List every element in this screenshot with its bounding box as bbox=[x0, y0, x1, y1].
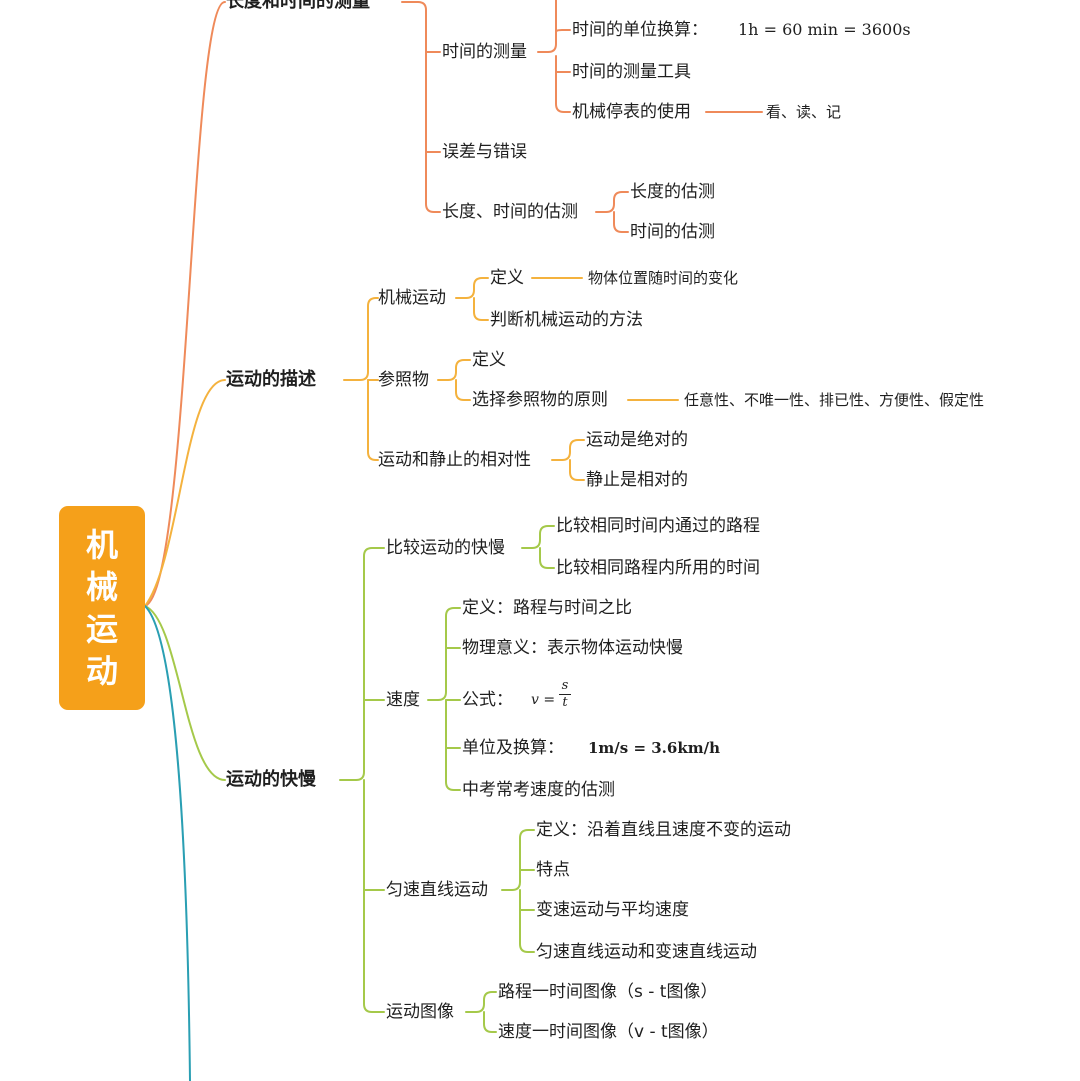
node-time-unit-conversion: 时间的单位换算： bbox=[572, 20, 708, 40]
node-uniform-definition: 定义：沿着直线且速度不变的运动 bbox=[536, 820, 791, 840]
node-relativity: 运动和静止的相对性 bbox=[378, 450, 531, 470]
branch-length-time-measurement: 长度和时间的测量 bbox=[226, 0, 370, 12]
motion-definition-detail: 物体位置随时间的变化 bbox=[588, 269, 739, 287]
connector-root-branch4 bbox=[144, 605, 191, 1081]
node-judge-method: 判断机械运动的方法 bbox=[490, 310, 643, 330]
root-char-3: 运 bbox=[85, 610, 118, 648]
connector-root-branch1 bbox=[144, 0, 226, 607]
branch-motion-description: 运动的描述 bbox=[226, 369, 316, 390]
stopwatch-detail: 看、读、记 bbox=[766, 103, 842, 121]
node-speed-definition: 定义：路程与时间之比 bbox=[462, 598, 632, 618]
branch-speed-of-motion: 运动的快慢 bbox=[226, 769, 316, 790]
formula-fraction: s t bbox=[559, 679, 571, 710]
node-speed: 速度 bbox=[386, 690, 420, 710]
node-reference-principle: 选择参照物的原则 bbox=[472, 390, 608, 410]
node-speed-meaning: 物理意义：表示物体运动快慢 bbox=[462, 638, 683, 658]
formula-numerator: s bbox=[561, 678, 569, 693]
time-unit-formula: 1h = 60 min = 3600s bbox=[738, 20, 911, 39]
node-uniform-feature: 特点 bbox=[536, 860, 570, 880]
node-uniform-vs-variable: 匀速直线运动和变速直线运动 bbox=[536, 942, 757, 962]
node-speed-units: 单位及换算： bbox=[462, 738, 564, 758]
node-speed-estimate: 中考常考速度的估测 bbox=[462, 780, 615, 800]
node-reference-definition: 定义 bbox=[472, 350, 506, 370]
connector-root-branch2 bbox=[144, 379, 226, 607]
node-stopwatch-usage: 机械停表的使用 bbox=[572, 102, 691, 122]
root-node: 机 械 运 动 bbox=[59, 506, 145, 710]
node-time-measurement: 时间的测量 bbox=[442, 42, 527, 62]
node-compare-speed: 比较运动的快慢 bbox=[386, 538, 505, 558]
node-motion-definition: 定义 bbox=[490, 268, 524, 288]
node-error-vs-mistake: 误差与错误 bbox=[442, 142, 527, 162]
node-mechanical-motion: 机械运动 bbox=[378, 288, 446, 308]
node-st-graph: 路程一时间图像（s - t图像） bbox=[498, 982, 718, 1002]
fraction-bar bbox=[559, 694, 571, 695]
node-compare-same-time: 比较相同时间内通过的路程 bbox=[556, 516, 760, 536]
node-time-tools: 时间的测量工具 bbox=[572, 62, 691, 82]
root-char-2: 械 bbox=[85, 568, 118, 606]
node-compare-same-path: 比较相同路程内所用的时间 bbox=[556, 558, 760, 578]
node-uniform-motion: 匀速直线运动 bbox=[386, 880, 488, 900]
speed-units-formula: 1m/s = 3.6km/h bbox=[588, 739, 720, 757]
node-length-estimate: 长度的估测 bbox=[630, 182, 715, 202]
node-time-estimate: 时间的估测 bbox=[630, 222, 715, 242]
root-char-4: 动 bbox=[85, 652, 118, 690]
connector-root-branch3 bbox=[144, 605, 226, 781]
node-speed-formula: 公式： bbox=[462, 690, 513, 710]
root-char-1: 机 bbox=[85, 526, 118, 564]
node-motion-graph: 运动图像 bbox=[386, 1002, 454, 1022]
node-length-time-estimate: 长度、时间的估测 bbox=[442, 202, 578, 222]
reference-principle-detail: 任意性、不唯一性、排已性、方便性、假定性 bbox=[684, 391, 985, 409]
formula-lhs: v = bbox=[531, 692, 556, 708]
node-reference-object: 参照物 bbox=[378, 370, 429, 390]
node-vt-graph: 速度一时间图像（v - t图像） bbox=[498, 1022, 719, 1042]
node-variable-average: 变速运动与平均速度 bbox=[536, 900, 689, 920]
formula-denominator: t bbox=[562, 695, 568, 710]
node-motion-absolute: 运动是绝对的 bbox=[586, 430, 688, 450]
node-rest-relative: 静止是相对的 bbox=[586, 470, 688, 490]
